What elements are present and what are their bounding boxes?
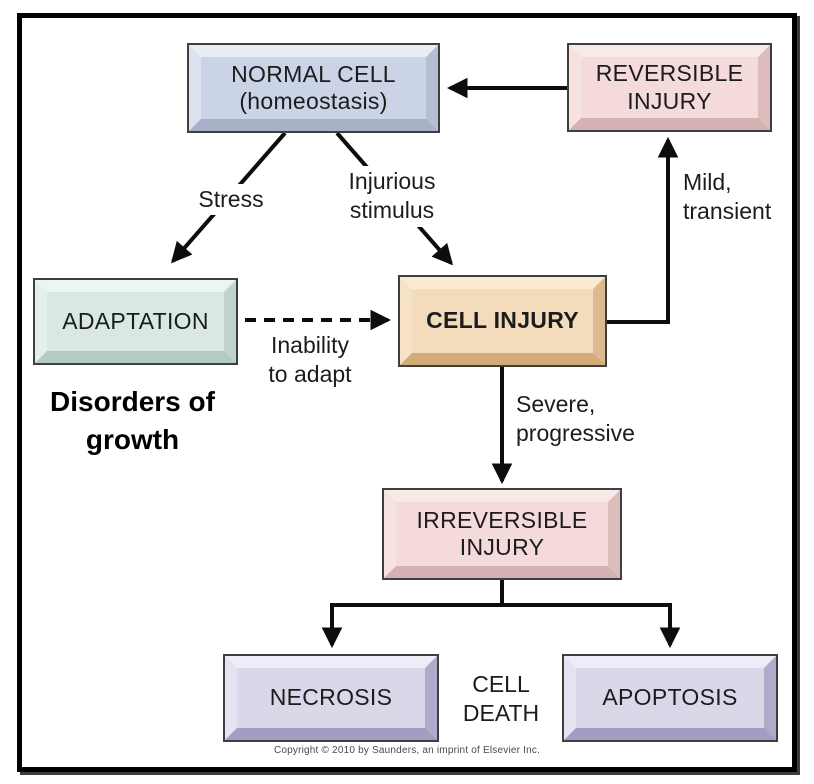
mild-line2: transient — [683, 198, 772, 225]
cell-death-line2: DEATH — [462, 700, 540, 727]
node-necrosis-label: NECROSIS — [225, 656, 437, 740]
injurious-line2: stimulus — [349, 197, 435, 224]
edge-label-severe-progressive: Severe, progressive — [516, 390, 635, 449]
edge-label-injurious-stimulus: Injurious stimulus — [330, 166, 454, 227]
connector-split-bar — [332, 578, 670, 607]
edge-label-mild-transient: Mild, transient — [683, 168, 771, 227]
node-irreversible-injury-bevel — [384, 490, 620, 578]
node-cell-injury-bevel — [400, 277, 605, 365]
adaptation-line1: ADAPTATION — [62, 307, 209, 334]
node-adaptation-bevel — [35, 280, 236, 363]
reversible-line2: INJURY — [627, 87, 712, 114]
copyright-text: Copyright © 2010 by Saunders, an imprint… — [273, 745, 541, 756]
edge-label-stress: Stress — [188, 184, 274, 216]
cell-injury-line1: CELL INJURY — [426, 307, 579, 334]
normal-cell-line2: (homeostasis) — [239, 88, 388, 114]
annotation-disorders-of-growth: Disorders of growth — [30, 383, 235, 459]
normal-cell-line1: NORMAL CELL — [231, 60, 396, 87]
node-adaptation-label: ADAPTATION — [35, 280, 236, 363]
node-normal-cell-bevel — [189, 45, 438, 131]
node-cell-injury-label: CELL INJURY — [400, 277, 605, 365]
node-irreversible-injury-label: IRREVERSIBLE INJURY — [384, 490, 620, 578]
arrow-mild-to-reversible — [607, 136, 679, 324]
reversible-line1: REVERSIBLE — [595, 60, 744, 87]
node-apoptosis-label: APOPTOSIS — [564, 656, 776, 740]
edge-label-inability-to-adapt: Inability to adapt — [255, 331, 365, 390]
inability-line2: to adapt — [268, 361, 352, 388]
irreversible-line1: IRREVERSIBLE — [416, 506, 588, 533]
stress-line1: Stress — [198, 186, 264, 212]
node-apoptosis-bevel — [564, 656, 776, 740]
node-adaptation: ADAPTATION — [33, 278, 238, 365]
disorders-line2: growth — [85, 423, 180, 455]
disorders-line1: Disorders of — [50, 386, 215, 417]
node-necrosis: NECROSIS — [223, 654, 439, 742]
node-reversible-injury: REVERSIBLE INJURY — [567, 43, 772, 132]
node-reversible-injury-bevel — [569, 45, 770, 130]
node-cell-injury: CELL INJURY — [398, 275, 607, 367]
inability-line1: Inability — [271, 332, 349, 358]
node-apoptosis: APOPTOSIS — [562, 654, 778, 742]
node-reversible-injury-label: REVERSIBLE INJURY — [569, 45, 770, 130]
annotation-cell-death: CELL DEATH — [446, 670, 556, 729]
injurious-line1: Injurious — [348, 168, 436, 194]
node-normal-cell: NORMAL CELL (homeostasis) — [187, 43, 440, 133]
node-normal-cell-label: NORMAL CELL (homeostasis) — [189, 45, 438, 131]
cell-death-line1: CELL — [472, 671, 530, 697]
severe-line1: Severe, — [516, 391, 596, 417]
apoptosis-line1: APOPTOSIS — [602, 684, 738, 711]
node-irreversible-injury: IRREVERSIBLE INJURY — [382, 488, 622, 580]
severe-line2: progressive — [516, 420, 635, 447]
mild-line1: Mild, — [683, 169, 732, 195]
irreversible-line2: INJURY — [459, 534, 545, 560]
necrosis-line1: NECROSIS — [269, 684, 393, 711]
node-necrosis-bevel — [225, 656, 437, 740]
